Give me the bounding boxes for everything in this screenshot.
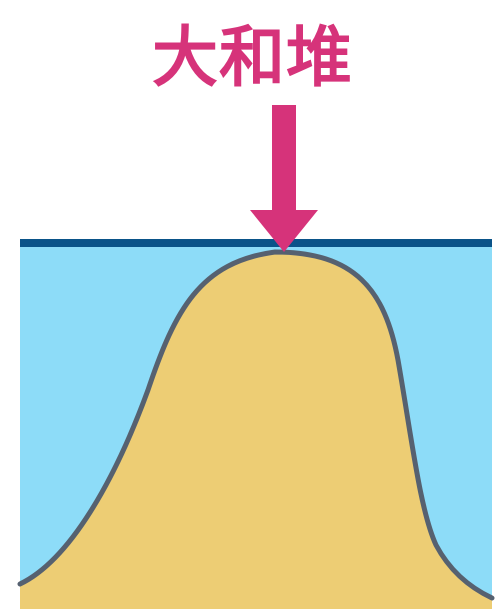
seamount-shape <box>20 252 492 609</box>
arrow-head <box>250 210 318 252</box>
seamount-outline <box>17 249 495 601</box>
arrow-shaft <box>272 105 296 218</box>
sea-surface-line <box>20 239 492 247</box>
yamato-bank-label: 大和堆 <box>152 19 353 96</box>
pointer-arrow <box>250 105 318 252</box>
